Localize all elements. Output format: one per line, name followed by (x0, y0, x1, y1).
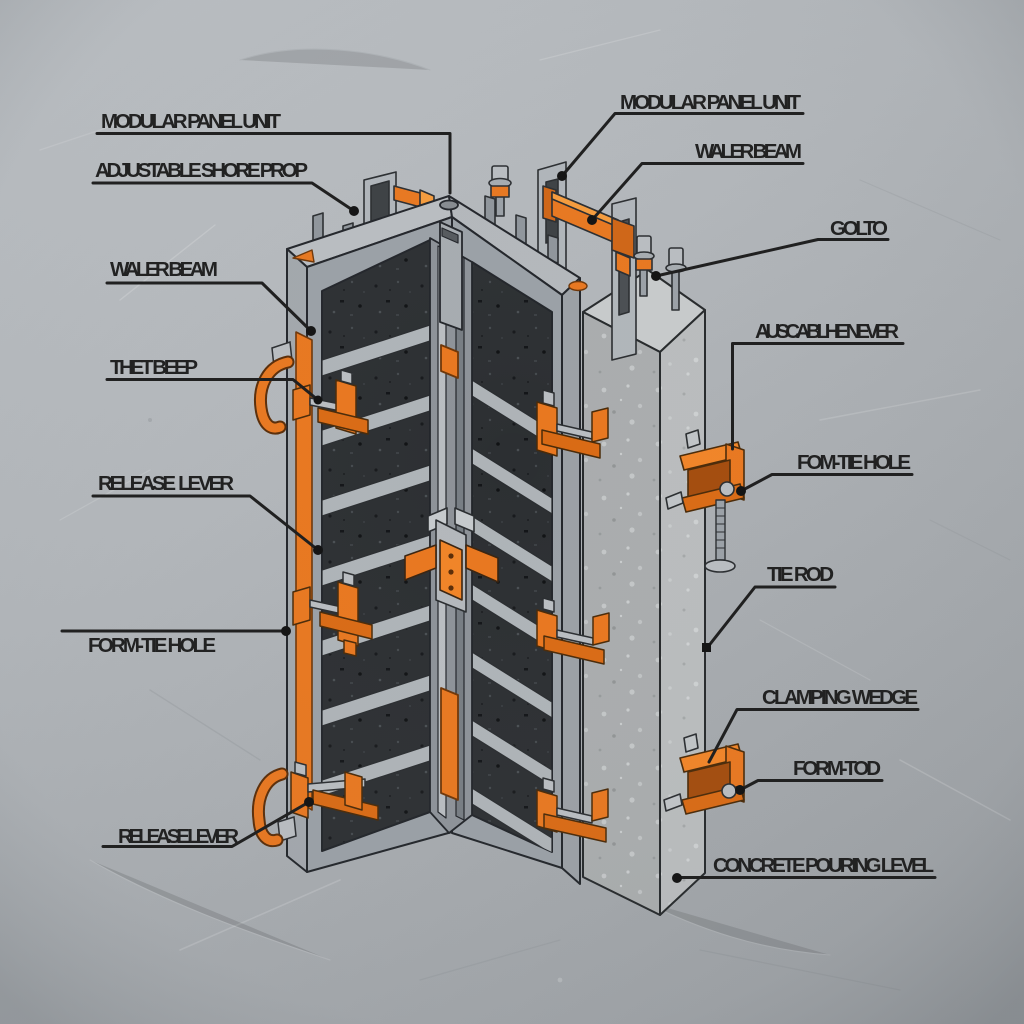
formwork-diagram: MODULAR PANEL UNIT ADJUSTABLE SHORE PROP… (0, 0, 1024, 1024)
vignette-overlay (0, 0, 1024, 1024)
formwork-diagram-page: MODULAR PANEL UNIT ADJUSTABLE SHORE PROP… (0, 0, 1024, 1024)
